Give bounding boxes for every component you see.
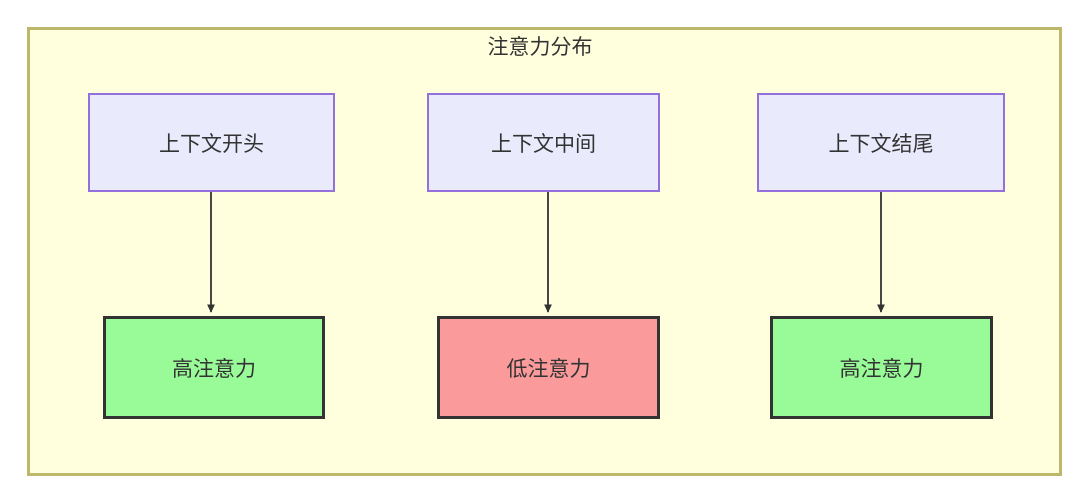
node-context-start-label: 上下文开头 — [159, 132, 264, 156]
diagram-title: 注意力分布 — [487, 36, 593, 59]
node-low-attention-middle-label: 低注意力 — [506, 357, 591, 381]
node-high-attention-end-label: 高注意力 — [839, 357, 924, 381]
node-low-attention-middle[interactable]: 低注意力 — [437, 316, 660, 419]
node-context-end[interactable]: 上下文结尾 — [757, 93, 1005, 192]
node-high-attention-start[interactable]: 高注意力 — [103, 316, 325, 419]
node-context-middle-label: 上下文中间 — [491, 132, 596, 156]
node-context-end-label: 上下文结尾 — [828, 132, 934, 156]
node-high-attention-end[interactable]: 高注意力 — [770, 316, 993, 419]
node-context-middle[interactable]: 上下文中间 — [427, 93, 660, 192]
node-high-attention-start-label: 高注意力 — [172, 357, 256, 381]
node-context-start[interactable]: 上下文开头 — [88, 93, 335, 192]
